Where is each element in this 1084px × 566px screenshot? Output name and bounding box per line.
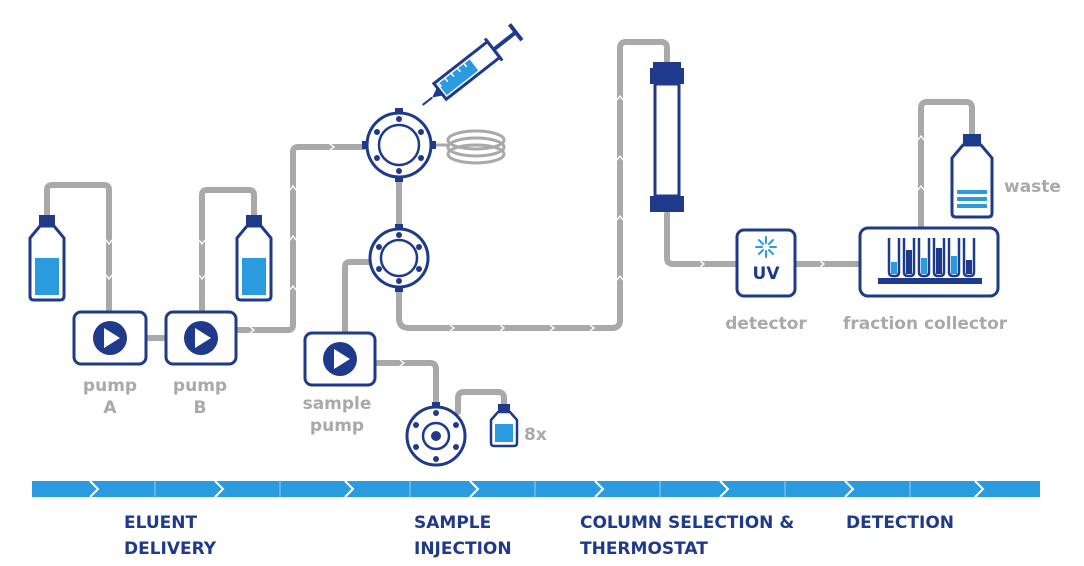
tube-valve-sample-pump xyxy=(342,259,375,338)
sample-loop xyxy=(436,129,506,165)
tube-bottle-b xyxy=(199,187,257,315)
pump-b-label: pump B xyxy=(172,376,228,418)
sample-vial xyxy=(489,404,519,448)
tube-pump-b-valve xyxy=(233,144,367,333)
sample-pump-label: sample pump xyxy=(302,394,372,436)
detector-label: detector xyxy=(725,314,807,334)
tube-sample-pump-autosampler xyxy=(373,360,439,405)
stage-sample-injection: SAMPLE INJECTION xyxy=(414,513,512,559)
syringe-icon xyxy=(422,23,524,106)
tube-bottle-a xyxy=(44,182,112,315)
injection-valve xyxy=(362,108,436,182)
stage-detection: DETECTION xyxy=(846,513,955,533)
bottle-a xyxy=(28,215,66,302)
flow-chevrons xyxy=(105,94,925,367)
waste-label: waste xyxy=(1004,177,1061,197)
uv-light-icon xyxy=(755,236,777,258)
uv-detector xyxy=(735,228,797,298)
pump-a xyxy=(72,310,148,366)
tube-collector-waste xyxy=(918,99,975,231)
tubing xyxy=(44,39,975,415)
fraction-collector-label: fraction collector xyxy=(843,314,1008,334)
stage-arrow-bar xyxy=(32,480,1040,498)
column-selection-valve xyxy=(368,224,430,292)
tube-autosampler-vial xyxy=(455,389,507,415)
fraction-collector xyxy=(858,226,1000,298)
sample-pump xyxy=(303,331,377,387)
pump-a-label: pump A xyxy=(82,376,138,418)
autosampler-valve xyxy=(405,402,467,467)
bottle-b xyxy=(235,215,273,302)
tube-valve-column xyxy=(396,39,670,331)
pump-b xyxy=(164,310,238,366)
stage-column-selection: COLUMN SELECTION & THERMOSTAT xyxy=(580,513,795,559)
vial-count-label: 8x xyxy=(524,425,547,445)
bottle-waste xyxy=(950,134,994,219)
tube-column-detector xyxy=(664,211,740,267)
column xyxy=(650,62,684,212)
uv-detector-label: UV xyxy=(752,264,780,284)
stage-eluent-delivery: ELUENT DELIVERY xyxy=(124,513,217,559)
